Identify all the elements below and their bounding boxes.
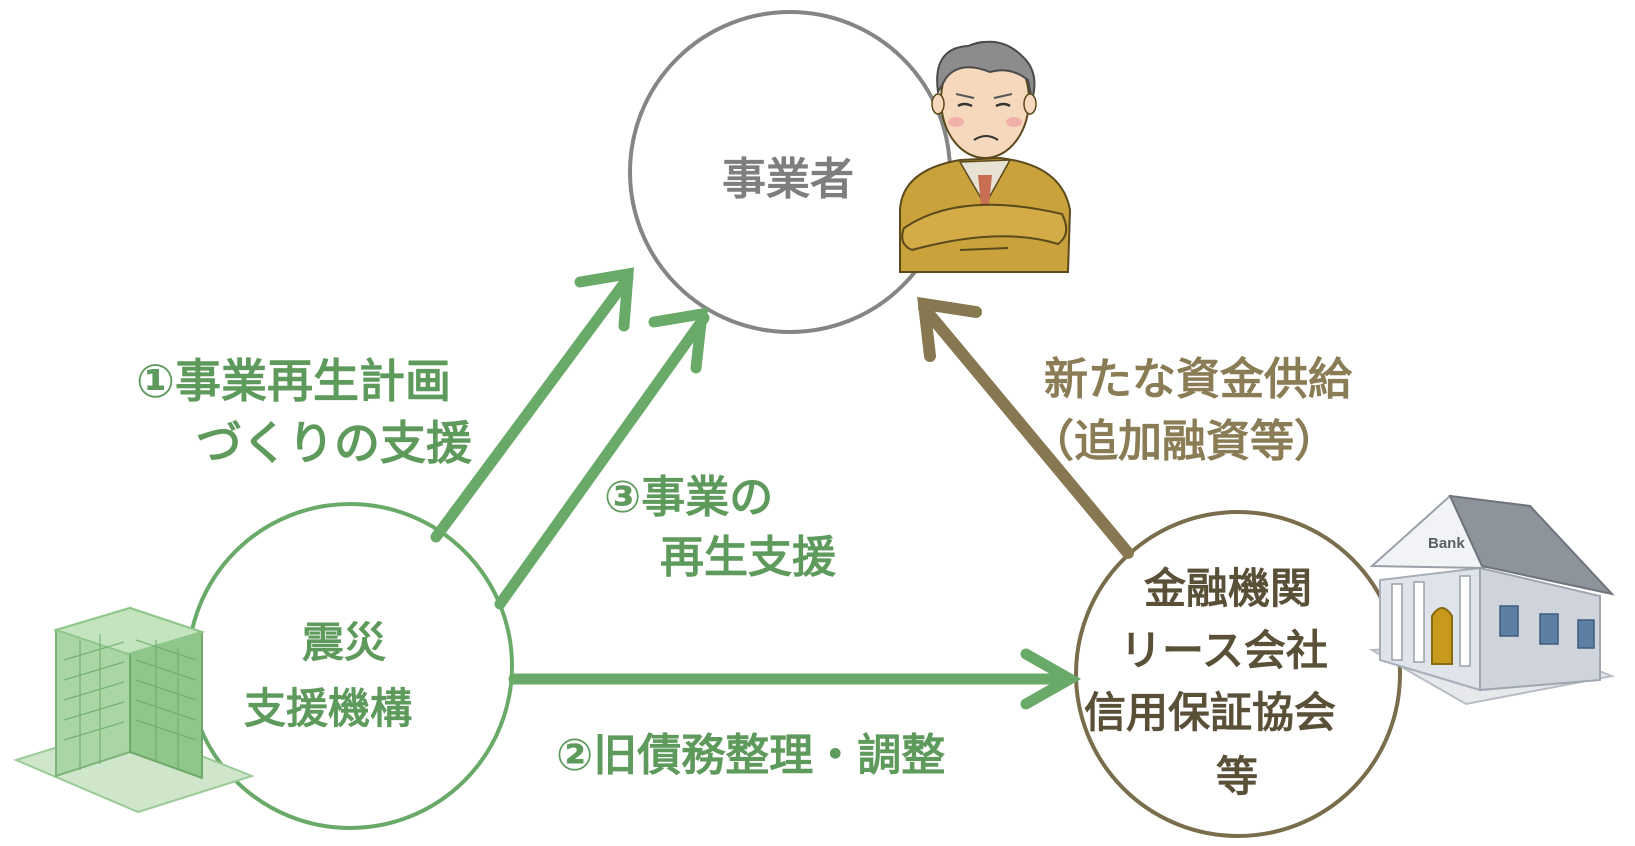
business-owner-label: 事業者	[722, 154, 854, 205]
bank-sign-text: Bank	[1428, 535, 1465, 552]
revival-support-label-line1: ③事業の	[604, 472, 774, 523]
arrow-new-funding	[917, 296, 1134, 559]
plan-support-label-line2: づくりの支援	[196, 416, 472, 470]
arrow-debt-adjust	[508, 648, 1082, 710]
financial-label-line1: 金融機関	[1144, 564, 1313, 613]
financial-label-line4: 等	[1216, 752, 1259, 801]
arrow-plan-support	[430, 267, 635, 543]
support-org-label-line1: 震災	[302, 618, 387, 667]
arrow-revival-support	[494, 307, 710, 610]
financial-node	[1074, 510, 1402, 838]
plan-support-label-line1: ①事業再生計画	[136, 354, 451, 408]
office-building-icon	[13, 606, 255, 814]
financial-label-line3: 信用保証協会	[1084, 688, 1337, 737]
revival-support-label-line2: 再生支援	[660, 532, 836, 583]
debt-adjust-label: ②旧債務整理・調整	[556, 730, 946, 781]
new-funding-label-line1: 新たな資金供給	[1044, 354, 1352, 405]
financial-label-line2: リース会社	[1120, 626, 1328, 675]
support-org-label-line2: 支援機構	[244, 684, 413, 733]
new-funding-label-line2: （追加融資等）	[1030, 416, 1338, 467]
bank-building-icon: Bank	[1368, 494, 1616, 706]
worried-man-arms-crossed-icon	[899, 40, 1072, 273]
